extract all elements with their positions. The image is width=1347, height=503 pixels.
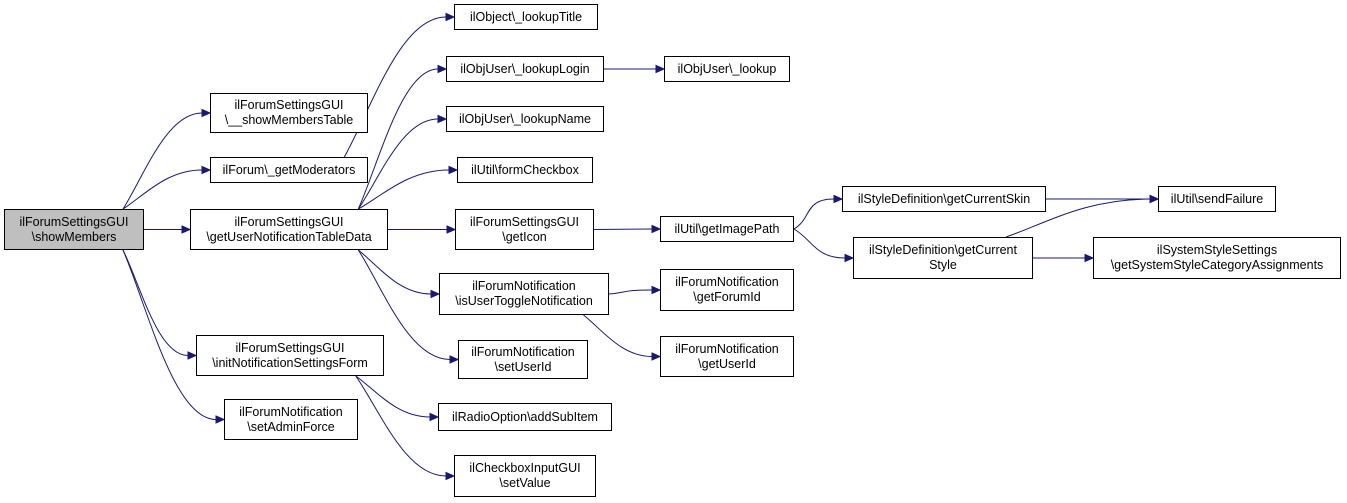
node-label: ilSystemStyleSettings \getSystemStyleCat… xyxy=(1110,243,1324,272)
arrowhead xyxy=(844,253,855,263)
node-label: ilForumNotification \setAdminForce xyxy=(239,404,343,434)
edge-get-user-notification-table-data-to-lookup-login xyxy=(357,68,439,210)
node-is-user-toggle-notification[interactable]: ilForumNotification \isUserToggleNotific… xyxy=(439,273,609,315)
arrowhead xyxy=(1149,194,1160,204)
arrowhead xyxy=(449,355,460,364)
arrowhead xyxy=(448,165,459,175)
edge-init-notification-settings-form-to-add-sub-item xyxy=(355,375,431,418)
node-label: ilObjUser\_lookupLogin xyxy=(460,61,590,76)
node-label: ilCheckboxInputGUI \setValue xyxy=(469,461,581,490)
arrowhead xyxy=(201,165,212,175)
node-label: ilRadioOption\addSubItem xyxy=(452,409,598,424)
edge-get-user-notification-table-data-to-form-checkbox xyxy=(358,169,450,210)
node-add-sub-item[interactable]: ilRadioOption\addSubItem xyxy=(438,403,612,431)
node-send-failure[interactable]: ilUtil\sendFailure xyxy=(1158,186,1276,212)
edge-get-image-path-to-get-current-skin xyxy=(793,198,835,230)
edge-get-image-path-to-get-current-style xyxy=(793,228,846,259)
edge-get-current-style-to-send-failure xyxy=(1005,198,1151,238)
node-label: ilForumSettingsGUI \showMembers xyxy=(19,214,129,244)
node-lookup-title[interactable]: ilObject\_lookupTitle xyxy=(454,4,598,30)
node-label: ilObjUser\_lookupName xyxy=(458,111,591,126)
node-label: ilStyleDefinition\getCurrent Style xyxy=(869,243,1017,272)
node-get-forum-id[interactable]: ilForumNotification \getForumId xyxy=(660,269,794,311)
edge-show-members-to-show-members-table xyxy=(122,112,203,210)
arrowhead xyxy=(446,225,457,234)
edge-show-members-to-init-notification-settings-form xyxy=(122,249,189,356)
node-label: ilForum\_getModerators xyxy=(222,162,356,177)
node-lookup-login[interactable]: ilObjUser\_lookupLogin xyxy=(446,56,604,82)
node-label: ilForumSettingsGUI \getUserNotificationT… xyxy=(206,214,372,244)
node-label: ilForumSettingsGUI \getIcon xyxy=(469,214,580,244)
arrowhead xyxy=(215,415,226,424)
node-show-members: ilForumSettingsGUI \showMembers xyxy=(4,209,144,250)
edge-is-user-toggle-notification-to-get-forum-id xyxy=(608,289,653,295)
node-label: ilForumNotification \isUserToggleNotific… xyxy=(455,279,593,308)
arrowhead xyxy=(1084,253,1095,263)
node-set-user-id[interactable]: ilForumNotification \setUserId xyxy=(458,340,588,379)
node-get-current-skin[interactable]: ilStyleDefinition\getCurrentSkin xyxy=(842,186,1046,212)
node-get-moderators[interactable]: ilForum\_getModerators xyxy=(210,157,368,183)
arrowhead xyxy=(651,285,662,295)
node-show-members-table[interactable]: ilForumSettingsGUI \__showMembersTable xyxy=(210,93,368,133)
node-label: ilUtil\formCheckbox xyxy=(471,162,579,177)
edge-get-icon-to-get-image-path xyxy=(593,228,653,230)
arrowhead xyxy=(651,224,662,234)
node-label: ilUtil\getImagePath xyxy=(674,221,780,236)
arrowhead xyxy=(445,471,456,481)
arrowhead xyxy=(430,289,441,299)
node-get-user-id[interactable]: ilForumNotification \getUserId xyxy=(660,336,794,377)
node-label: ilForumNotification \setUserId xyxy=(471,344,575,374)
arrowhead xyxy=(429,412,440,422)
node-set-admin-force[interactable]: ilForumNotification \setAdminForce xyxy=(224,399,358,440)
arrowhead xyxy=(187,351,198,360)
edge-is-user-toggle-notification-to-get-user-id xyxy=(583,314,653,357)
arrowhead xyxy=(181,225,192,234)
arrowhead xyxy=(833,194,844,204)
arrowhead xyxy=(437,114,448,124)
arrowhead xyxy=(437,64,448,74)
node-label: ilObject\_lookupTitle xyxy=(469,9,583,24)
node-label: ilForumSettingsGUI \initNotificationSett… xyxy=(212,340,368,370)
node-label: ilForumSettingsGUI \__showMembersTable xyxy=(224,98,354,127)
node-label: ilUtil\sendFailure xyxy=(1170,191,1264,206)
node-form-checkbox[interactable]: ilUtil\formCheckbox xyxy=(457,157,593,183)
node-init-notification-settings-form[interactable]: ilForumSettingsGUI \initNotificationSett… xyxy=(196,335,384,376)
edge-get-moderators-to-lookup-title xyxy=(343,16,447,158)
node-label: ilObjUser\_lookup xyxy=(677,61,777,76)
node-label: ilForumNotification \getForumId xyxy=(675,275,779,304)
node-get-current-style[interactable]: ilStyleDefinition\getCurrent Style xyxy=(853,237,1033,279)
edge-get-user-notification-table-data-to-is-user-toggle-notification xyxy=(357,249,432,295)
node-get-system-style-category-assignments[interactable]: ilSystemStyleSettings \getSystemStyleCat… xyxy=(1093,237,1341,279)
arrowhead xyxy=(655,64,666,74)
edge-get-user-notification-table-data-to-lookup-name xyxy=(357,118,439,210)
node-get-icon[interactable]: ilForumSettingsGUI \getIcon xyxy=(455,209,594,250)
node-get-user-notification-table-data[interactable]: ilForumSettingsGUI \getUserNotificationT… xyxy=(190,209,388,250)
arrowhead xyxy=(651,352,662,361)
arrowhead xyxy=(201,108,212,118)
edge-show-members-to-set-admin-force xyxy=(122,249,217,420)
node-lookup-name[interactable]: ilObjUser\_lookupName xyxy=(446,106,604,132)
edge-get-user-notification-table-data-to-set-user-id xyxy=(357,249,451,360)
node-label: ilForumNotification \getUserId xyxy=(675,341,779,371)
node-lookup[interactable]: ilObjUser\_lookup xyxy=(664,56,790,82)
edge-show-members-to-get-moderators xyxy=(122,169,203,210)
arrowhead xyxy=(445,12,456,22)
node-get-image-path[interactable]: ilUtil\getImagePath xyxy=(660,216,794,242)
node-set-value[interactable]: ilCheckboxInputGUI \setValue xyxy=(454,455,596,497)
edge-init-notification-settings-form-to-set-value xyxy=(355,375,447,477)
node-label: ilStyleDefinition\getCurrentSkin xyxy=(857,191,1031,206)
